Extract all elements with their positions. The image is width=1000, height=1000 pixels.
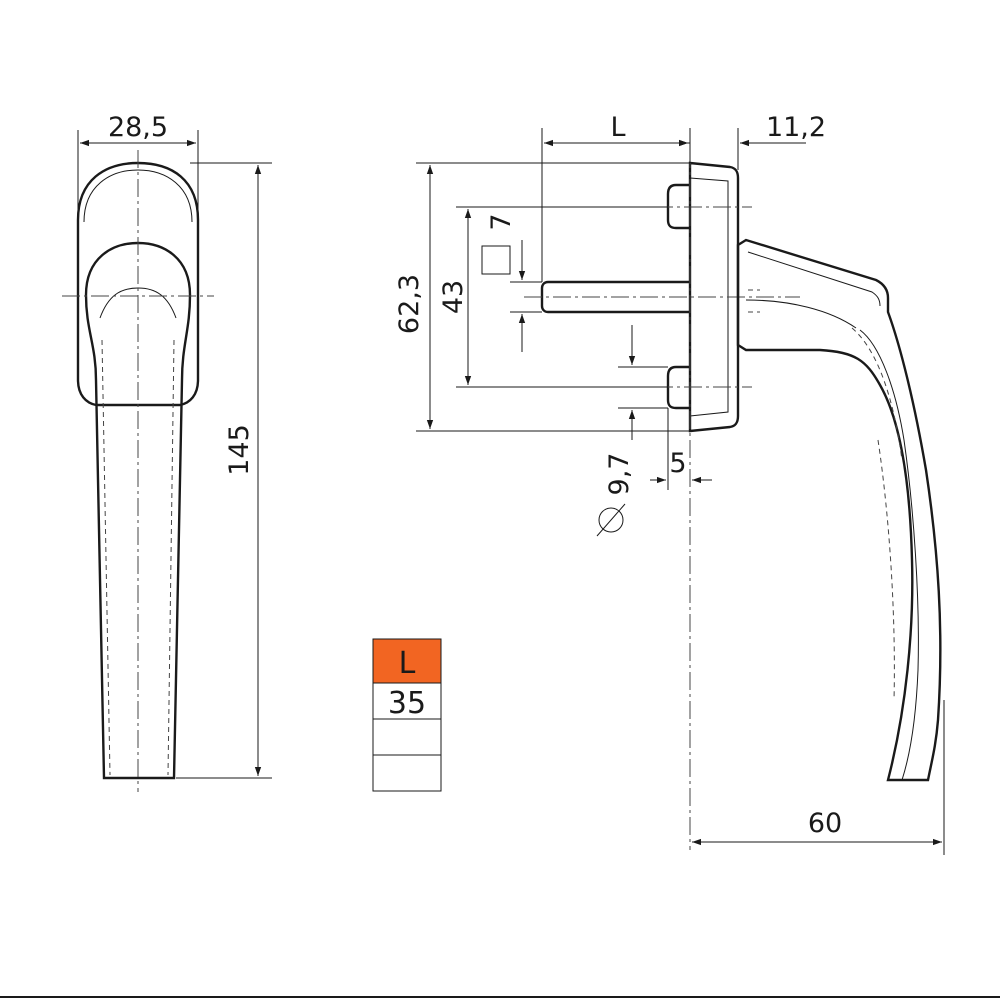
table-row	[372, 718, 442, 756]
table-row	[372, 754, 442, 792]
table-cell-value: 35	[388, 686, 426, 721]
front-handle-grip	[84, 294, 192, 780]
dim-spindle-length: L	[610, 112, 625, 143]
side-view	[524, 150, 942, 850]
dim-lever-projection: 60	[808, 808, 842, 839]
side-dimensions: L 11,2 62,3 43 7 9,7	[394, 112, 945, 855]
side-rose-plate	[688, 161, 740, 433]
dim-spindle-square: 7	[486, 213, 517, 230]
table-header-cell	[372, 638, 442, 684]
dim-screw-spacing: 43	[438, 280, 469, 314]
side-lever	[736, 238, 942, 782]
dim-screw-offset: 5	[669, 448, 686, 479]
table-header: L	[399, 646, 416, 681]
front-view	[62, 150, 214, 792]
dim-total-height: 145	[224, 424, 255, 476]
dim-rose-width: 28,5	[108, 112, 168, 143]
square-symbol	[481, 245, 511, 275]
length-table: L 35	[372, 638, 442, 792]
dim-rose-depth: 11,2	[766, 112, 826, 143]
dim-screw-diameter: 9,7	[604, 453, 635, 496]
front-dimensions: 28,5 145	[77, 112, 272, 779]
side-screw-bottom	[666, 365, 690, 410]
diameter-symbol	[596, 503, 626, 537]
dim-rose-height: 62,3	[394, 274, 425, 334]
